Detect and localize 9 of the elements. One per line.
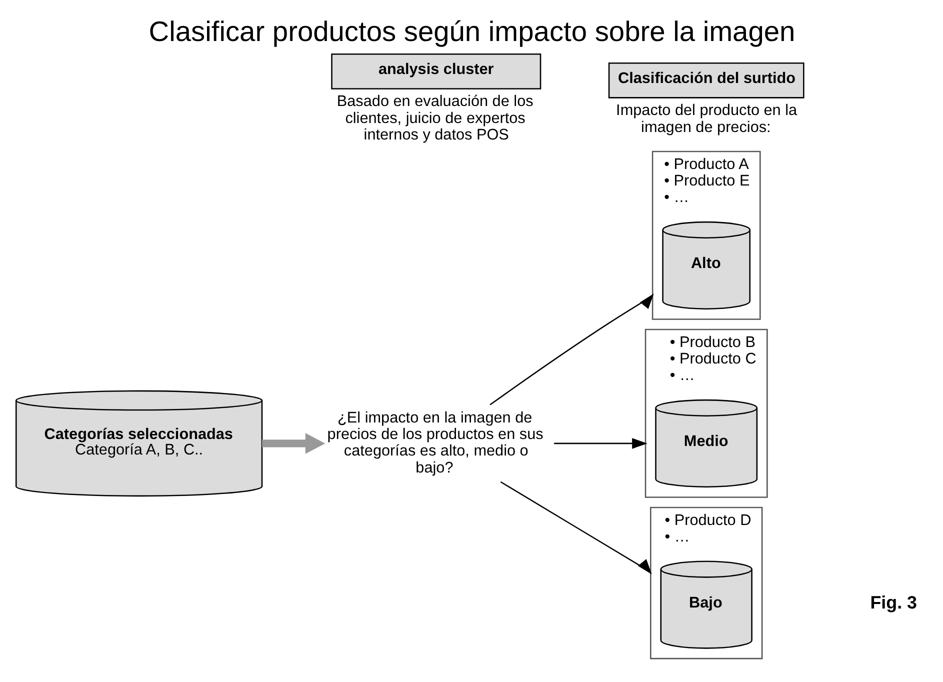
arrow bbox=[489, 294, 654, 406]
node-label: Impacto del producto en la imagen de precios: bbox=[616, 102, 797, 136]
diagram-title: Clasificar productos según impacto sobre la imagen bbox=[148, 14, 795, 47]
arrow bbox=[262, 433, 325, 454]
arrow bbox=[500, 481, 652, 574]
arrow bbox=[554, 438, 647, 449]
label: Fig. 3 bbox=[870, 592, 917, 612]
node-text: ¿El impacto en la imagen de precios de los productos en sus categorías es alto, medio o bajo? bbox=[326, 409, 543, 476]
node-label: Basado en evaluación de los clientes, juicio de expertos internos y datos POS bbox=[336, 93, 533, 144]
